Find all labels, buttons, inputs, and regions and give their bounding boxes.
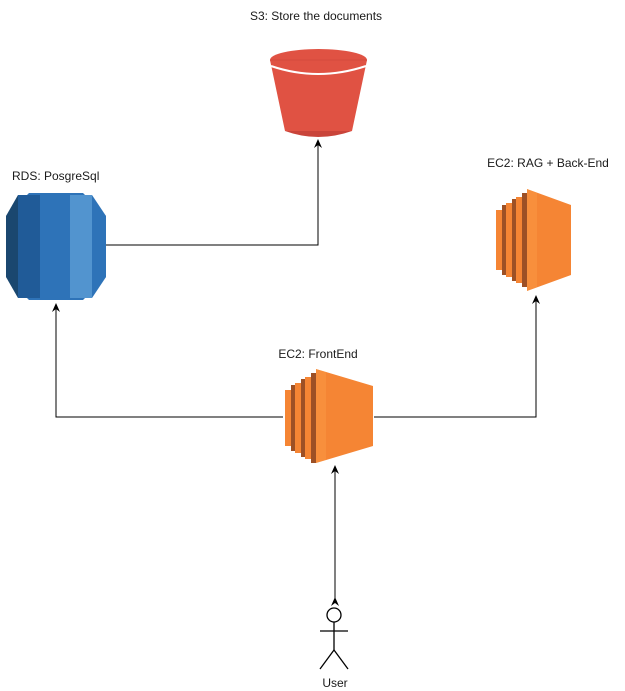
ec2-backend-icon[interactable] xyxy=(496,189,571,291)
edge-rds-to-s3 xyxy=(106,139,322,246)
edges xyxy=(52,139,540,606)
s3-label: S3: Store the documents xyxy=(250,9,382,23)
edge-frontend-to-rds xyxy=(52,303,283,418)
user-label: User xyxy=(322,676,347,690)
user-actor-icon[interactable] xyxy=(319,607,349,670)
ec2-frontend-label: EC2: FrontEnd xyxy=(278,347,357,361)
ec2-backend-label: EC2: RAG + Back-End xyxy=(487,156,609,170)
s3-bucket-icon[interactable] xyxy=(270,49,367,137)
edge-frontend-to-backend xyxy=(374,295,540,418)
rds-label: RDS: PosgreSql xyxy=(12,169,99,183)
rds-database-icon[interactable] xyxy=(6,193,106,300)
ec2-frontend-icon[interactable] xyxy=(285,369,373,463)
